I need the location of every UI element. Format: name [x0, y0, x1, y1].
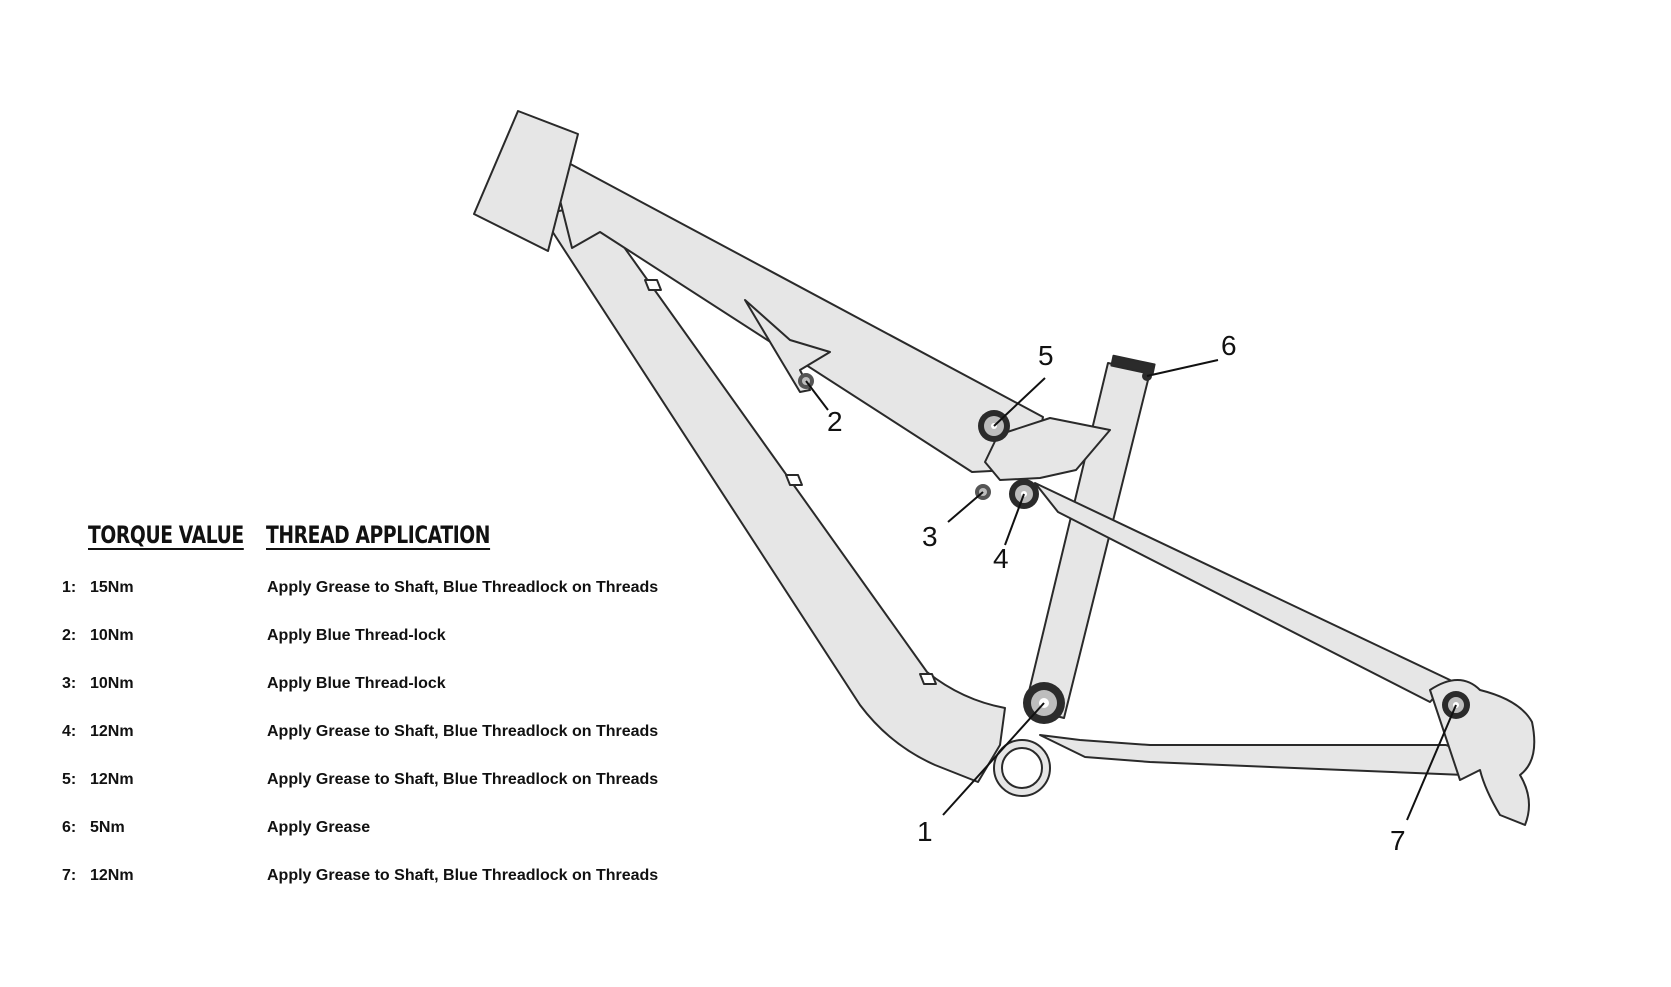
- thread-application-header: THREAD APPLICATION: [266, 521, 491, 549]
- rocker-link: [984, 417, 1111, 481]
- callout-7: 7: [1390, 825, 1406, 856]
- spec-torque: 12Nm: [90, 867, 134, 884]
- spec-torque: 12Nm: [90, 723, 134, 740]
- cable-guide: [919, 673, 937, 685]
- spec-thread: Apply Grease to Shaft, Blue Threadlock o…: [267, 771, 659, 788]
- spec-torque: 15Nm: [90, 579, 134, 596]
- callout-labels: 1 2 3 4 5 6 7: [827, 330, 1406, 856]
- spec-torque: 12Nm: [90, 771, 134, 788]
- torque-value-header: TORQUE VALUE: [88, 521, 244, 549]
- cable-guide: [644, 279, 662, 291]
- spec-thread: Apply Blue Thread-lock: [267, 627, 446, 644]
- bottom-bracket-bore: [1001, 747, 1043, 789]
- spec-number: 5:: [62, 771, 77, 788]
- spec-thread: Apply Grease to Shaft, Blue Threadlock o…: [267, 867, 659, 884]
- spec-torque: 5Nm: [90, 819, 125, 836]
- callout-1: 1: [917, 816, 933, 847]
- spec-thread: Apply Grease to Shaft, Blue Threadlock o…: [267, 723, 659, 740]
- bike-frame: [473, 110, 1536, 826]
- spec-number: 1:: [62, 579, 77, 596]
- chain-stay: [1039, 734, 1471, 776]
- spec-thread: Apply Grease to Shaft, Blue Threadlock o…: [267, 579, 659, 596]
- down-tube: [540, 204, 1006, 783]
- spec-number: 7:: [62, 867, 77, 884]
- seat-tube-collar: [1110, 354, 1156, 376]
- spec-number: 6:: [62, 819, 77, 836]
- callout-3: 3: [922, 521, 938, 552]
- head-tube: [473, 110, 579, 252]
- spec-torque: 10Nm: [90, 627, 134, 644]
- callout-5: 5: [1038, 340, 1054, 371]
- leader-lines: [805, 359, 1457, 821]
- spec-thread: Apply Blue Thread-lock: [267, 675, 446, 692]
- spec-number: 2:: [62, 627, 77, 644]
- spec-thread: Apply Grease: [267, 819, 371, 836]
- seat-stay: [1034, 482, 1451, 703]
- callout-2: 2: [827, 406, 843, 437]
- spec-number: 4:: [62, 723, 77, 740]
- cable-guide: [785, 474, 803, 486]
- callout-6: 6: [1221, 330, 1237, 361]
- spec-torque: 10Nm: [90, 675, 134, 692]
- spec-number: 3:: [62, 675, 77, 692]
- callout-4: 4: [993, 543, 1009, 574]
